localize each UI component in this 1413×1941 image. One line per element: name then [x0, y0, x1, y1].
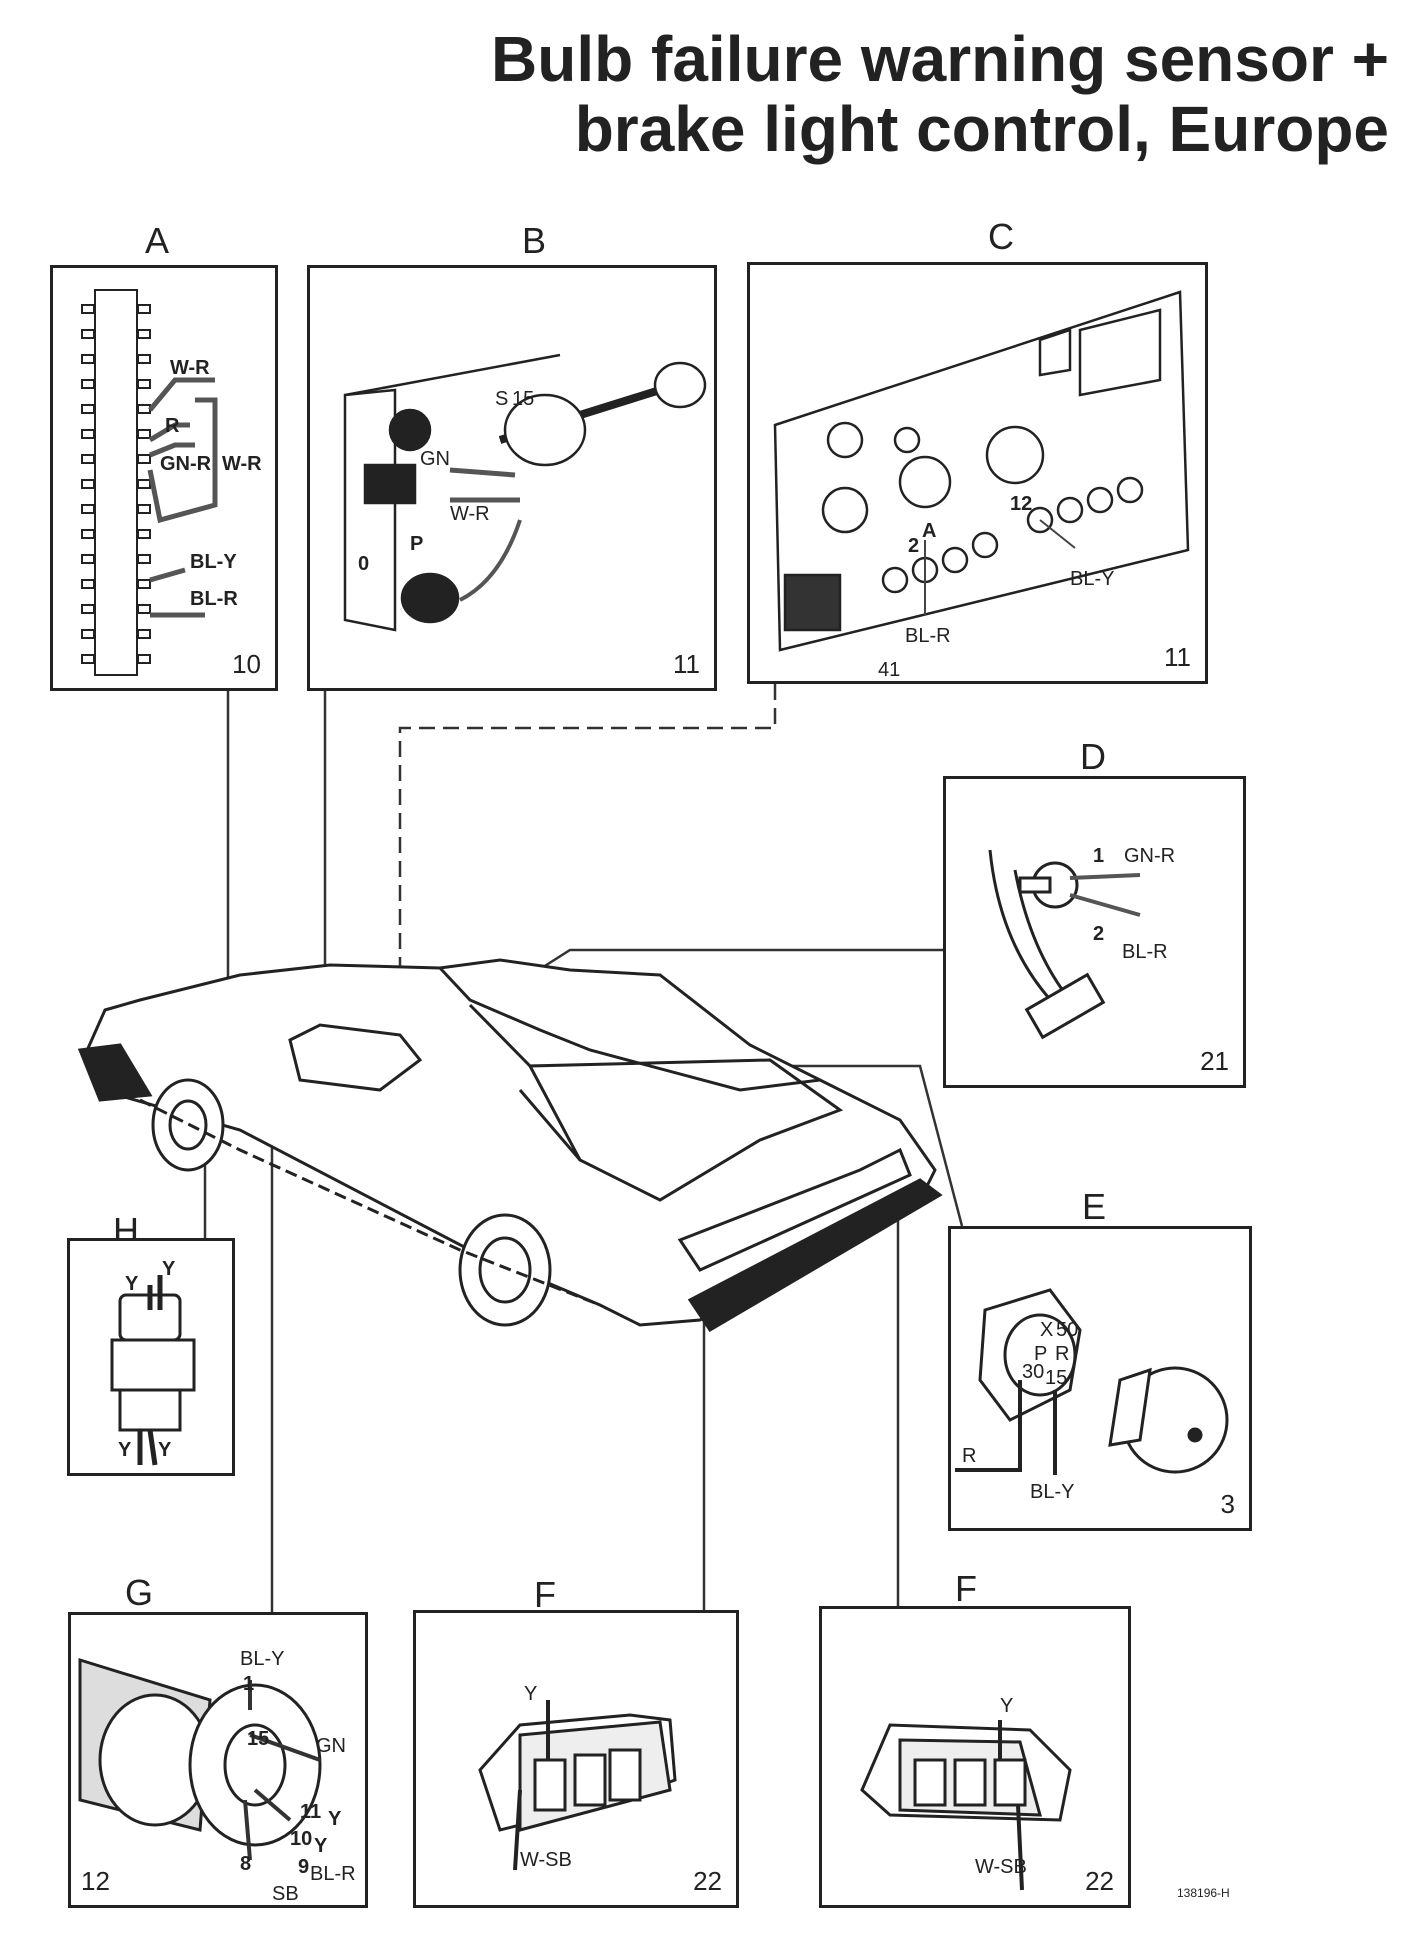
panel-h-wire-2: Y	[162, 1258, 176, 1280]
panel-d-wire-gnr: GN-R	[1124, 845, 1175, 867]
panel-e-terminal-30: 30	[1022, 1361, 1044, 1383]
panel-c-arrows	[924, 519, 1076, 615]
panel-b-mark-0: 0	[358, 553, 369, 575]
panel-a-letter: A	[145, 220, 170, 261]
panel-e-wire-bly: BL-Y	[1030, 1481, 1074, 1503]
panel-e-terminal-50: 50	[1056, 1319, 1078, 1341]
panel-c-pin-2: 2	[908, 535, 919, 557]
panel-e-letter: E	[1082, 1186, 1107, 1227]
panel-b-letter: B	[522, 220, 547, 261]
panel-g-wire-blr: BL-R	[310, 1863, 356, 1885]
panel-f1-wire-wsb: W-SB	[520, 1849, 572, 1871]
panel-a-wire-2: R	[165, 415, 180, 437]
tail-light-f1-drawing	[478, 1700, 677, 1871]
panel-d-letter: D	[1080, 736, 1106, 777]
car-illustration	[77, 958, 943, 1333]
panel-g-pin-10: 10	[290, 1828, 312, 1850]
panel-e-terminal-p: P	[1034, 1343, 1047, 1365]
panel-a-wire-5: BL-Y	[190, 551, 237, 573]
panel-g-number: 12	[81, 1866, 110, 1896]
title-line-1: Bulb failure warning sensor +	[491, 23, 1389, 95]
panel-h-wire-3: Y	[118, 1439, 132, 1461]
page-title: Bulb failure warning sensor + brake ligh…	[491, 24, 1389, 164]
tail-light-f2-drawing	[860, 1720, 1072, 1891]
panel-h-wire-4: Y	[158, 1439, 172, 1461]
panel-a-wire-6: BL-R	[190, 588, 238, 610]
panel-e-number: 3	[1220, 1489, 1235, 1519]
panel-f2-letter: F	[955, 1568, 977, 1609]
panel-a-number: 10	[232, 649, 261, 679]
panel-d-wire-blr: BL-R	[1122, 941, 1168, 963]
panel-e-labels: X 50 P R 30 15 R BL-Y	[962, 1319, 1078, 1503]
panel-c-wire-blr: BL-R	[905, 625, 951, 647]
panel-d-pin-2: 2	[1093, 923, 1104, 945]
panel-a-wire-labels: W-R R GN-R W-R BL-Y BL-R	[160, 357, 262, 610]
panel-d-number: 21	[1200, 1046, 1229, 1076]
panel-g-wire-y1: Y	[328, 1808, 342, 1830]
panel-c-pin-41: 41	[878, 659, 900, 681]
panel-c-number: 11	[1164, 642, 1191, 672]
panel-b-terminal-s: S	[495, 388, 508, 410]
panel-a-wire-4: W-R	[222, 453, 262, 475]
ignition-switch-drawing	[955, 1288, 1229, 1475]
figure-code: 138196-H	[1177, 1886, 1230, 1900]
connector-h-drawing	[110, 1275, 196, 1466]
panel-b-mark-p: P	[410, 533, 423, 555]
panel-g-wire-gn: GN	[316, 1735, 346, 1757]
panel-f2-number: 22	[1085, 1866, 1114, 1896]
panel-g-wire-y2: Y	[314, 1835, 328, 1857]
panel-b-terminal-15: 15	[512, 388, 534, 410]
panel-f1-labels: Y W-SB	[520, 1683, 572, 1871]
panel-d-pin-1: 1	[1093, 845, 1104, 867]
panel-c-wire-bly: BL-Y	[1070, 568, 1114, 590]
panel-e-wire-r: R	[962, 1445, 976, 1467]
panel-g-wire-bly: BL-Y	[240, 1648, 284, 1670]
panel-d-labels: 1 GN-R 2 BL-R	[1093, 845, 1175, 963]
panel-g-wire-sb: SB	[272, 1883, 299, 1905]
panel-b-wire-gn: GN	[420, 448, 450, 470]
panel-f1-letter: F	[534, 1574, 556, 1615]
panel-g-pin-8: 8	[240, 1853, 251, 1875]
panel-a-wire-3: GN-R	[160, 453, 212, 475]
panel-f1-wire-y: Y	[524, 1683, 537, 1705]
panel-c-labels: BL-Y BL-R 12 A 2 41	[878, 493, 1114, 681]
panel-b-number: 11	[673, 649, 700, 679]
panel-d: 21	[943, 776, 1246, 1088]
light-switch-drawing	[343, 353, 707, 632]
panel-b-wire-wr: W-R	[450, 503, 490, 525]
panel-g-pin-11: 11	[300, 1801, 321, 1823]
panel-c-letter: C	[988, 216, 1014, 257]
panel-h-labels: Y Y Y Y	[118, 1258, 176, 1461]
panel-g-pin-1: 1	[243, 1673, 254, 1695]
instrument-board-drawing	[773, 290, 1190, 652]
panel-c-pin-a: A	[922, 520, 936, 542]
panel-h-wire-1: Y	[125, 1273, 139, 1295]
panel-e-terminal-r: R	[1055, 1343, 1069, 1365]
panel-b-labels: GN W-R S 15 0 P	[358, 388, 534, 575]
brake-switch-drawing	[988, 849, 1141, 1040]
panel-g-labels: BL-Y 1 15 GN 11 Y 10 Y 9 BL-R 8 SB	[240, 1648, 356, 1905]
panel-g-pin-9: 9	[298, 1856, 309, 1878]
panel-f2-wire-y: Y	[1000, 1695, 1013, 1717]
connector-g-drawing	[78, 1657, 322, 1861]
title-line-2: brake light control, Europe	[574, 93, 1389, 165]
terminal-strip-drawing	[81, 289, 218, 676]
panel-f1-number: 22	[693, 1866, 722, 1896]
panel-g-pin-15: 15	[247, 1728, 269, 1750]
panel-f2-wire-wsb: W-SB	[975, 1856, 1027, 1878]
panel-e-terminal-x: X	[1040, 1319, 1053, 1341]
panel-g-letter: G	[125, 1572, 154, 1613]
panel-a-wire-1: W-R	[170, 357, 210, 379]
panel-c-pin-12: 12	[1010, 493, 1032, 515]
panel-e-terminal-15: 15	[1045, 1367, 1067, 1389]
panel-f2-labels: Y W-SB	[975, 1695, 1027, 1878]
